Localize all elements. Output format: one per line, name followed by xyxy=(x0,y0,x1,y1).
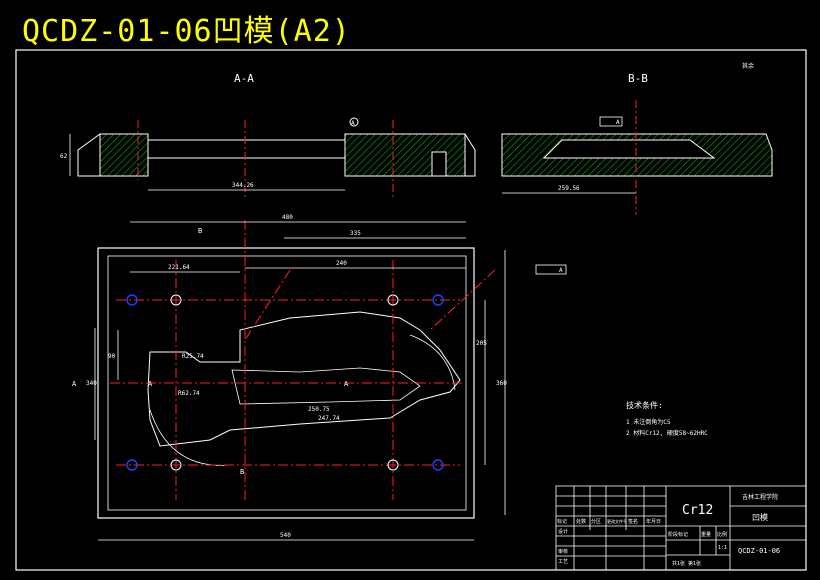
tech-req-item-2: 2 材料Cr12, 硬度58~62HRC xyxy=(626,429,708,437)
section-bb-view: 259.56 A xyxy=(501,100,773,215)
dim-radius-b: R62.74 xyxy=(178,390,200,397)
dim-inner-width: 480 xyxy=(282,214,293,221)
tb-role-1: 审核 xyxy=(558,548,568,555)
aa-slot xyxy=(431,151,447,177)
dim-bottom-a: 250.75 xyxy=(308,406,330,413)
tb-header-0: 标记 xyxy=(557,518,567,525)
drawing-title: QCDZ-01-06凹模(A2) xyxy=(22,14,351,49)
tech-req-item-1: 1 未注倒角为C5 xyxy=(626,418,671,426)
dim-right-inner: 205 xyxy=(476,340,487,347)
dim-right-height: 360 xyxy=(496,380,507,387)
bb-cavity xyxy=(542,139,716,159)
tb-drawing-no: QCDZ-01-06 xyxy=(738,547,780,555)
plan-datum-box xyxy=(535,264,567,275)
tb-material: Cr12 xyxy=(682,503,713,518)
aa-hatch-left xyxy=(99,133,149,177)
tb-part-name: 凹模 xyxy=(752,512,768,522)
tb-header-3: 更改文件号 xyxy=(607,518,627,524)
plan-cut-line-2 xyxy=(429,269,496,331)
hole-bottom-right-blue xyxy=(432,459,444,471)
dim-left-height: 340 xyxy=(86,380,97,387)
bb-width-dim: 259.56 xyxy=(558,185,580,192)
hole-bottom-right xyxy=(387,459,399,471)
dim-left-inner: 90 xyxy=(108,353,116,360)
hole-top-right-blue xyxy=(432,294,444,306)
plan-arc-left xyxy=(149,409,231,466)
bb-datum-label: A xyxy=(616,119,620,126)
tech-req-heading: 技术条件: xyxy=(626,400,663,410)
plan-datum-label: A xyxy=(559,267,563,274)
section-aa-label: A-A xyxy=(234,72,254,85)
aa-hatch-right xyxy=(344,133,466,177)
bb-tolerance-box xyxy=(599,116,623,127)
section-aa-view: 344.26 62 A xyxy=(60,117,476,200)
dim-bottom-b: 247.74 xyxy=(318,415,340,422)
tb-header-1: 处数 xyxy=(576,518,586,525)
plan-inner-profile xyxy=(231,367,421,405)
plan-inner-rect xyxy=(107,255,467,511)
aa-width-dim: 344.26 xyxy=(232,182,254,189)
section-mark-a-center: A xyxy=(148,380,153,388)
section-mark-a-right: A xyxy=(344,380,349,388)
hole-top-left xyxy=(170,294,182,306)
tb-header-4: 签名 xyxy=(628,518,638,525)
roughness-mark: 其余 xyxy=(742,62,754,70)
tb-sheet-info: 共1张 第1张 xyxy=(672,560,701,567)
aa-datum-label: A xyxy=(351,120,355,127)
section-mark-b-bottom: B xyxy=(240,468,244,476)
dim-overall-width: 540 xyxy=(280,532,291,539)
tb-scale-header: 比例 xyxy=(717,531,727,538)
tb-role-0: 设计 xyxy=(558,528,568,535)
plan-cavity-outline xyxy=(147,311,461,447)
section-mark-a-left: A xyxy=(72,380,77,388)
hole-top-right xyxy=(387,294,399,306)
plan-outer-rect xyxy=(97,247,475,519)
hole-top-left-blue xyxy=(126,294,138,306)
tb-weight-header: 重量 xyxy=(701,531,711,538)
aa-datum-symbol xyxy=(349,117,359,127)
hole-bottom-left xyxy=(170,459,182,471)
dim-radius-a: R25.74 xyxy=(182,353,204,360)
aa-depth-dim: 62 xyxy=(60,153,68,160)
title-block xyxy=(555,485,807,571)
tb-scale: 1:1 xyxy=(718,545,727,551)
dim-left-span: 221.64 xyxy=(168,264,190,271)
tb-header-5: 年月日 xyxy=(646,518,661,525)
tb-stage-header: 阶段标记 xyxy=(668,531,688,538)
dim-top-span: 335 xyxy=(350,230,361,237)
tb-role-2: 工艺 xyxy=(558,559,568,565)
aa-outline xyxy=(77,133,476,177)
dim-mid-span: 240 xyxy=(336,260,347,267)
tb-school: 吉林工程学院 xyxy=(742,493,778,501)
plan-cut-line xyxy=(244,269,291,341)
section-bb-label: B-B xyxy=(628,72,648,85)
section-mark-b-top: B xyxy=(198,227,202,235)
tb-header-2: 分区 xyxy=(591,518,601,525)
drawing-border xyxy=(15,49,807,571)
plan-view: 540 480 335 240 221.64 360 205 340 90 R2… xyxy=(72,214,567,541)
hole-bottom-left-blue xyxy=(126,459,138,471)
